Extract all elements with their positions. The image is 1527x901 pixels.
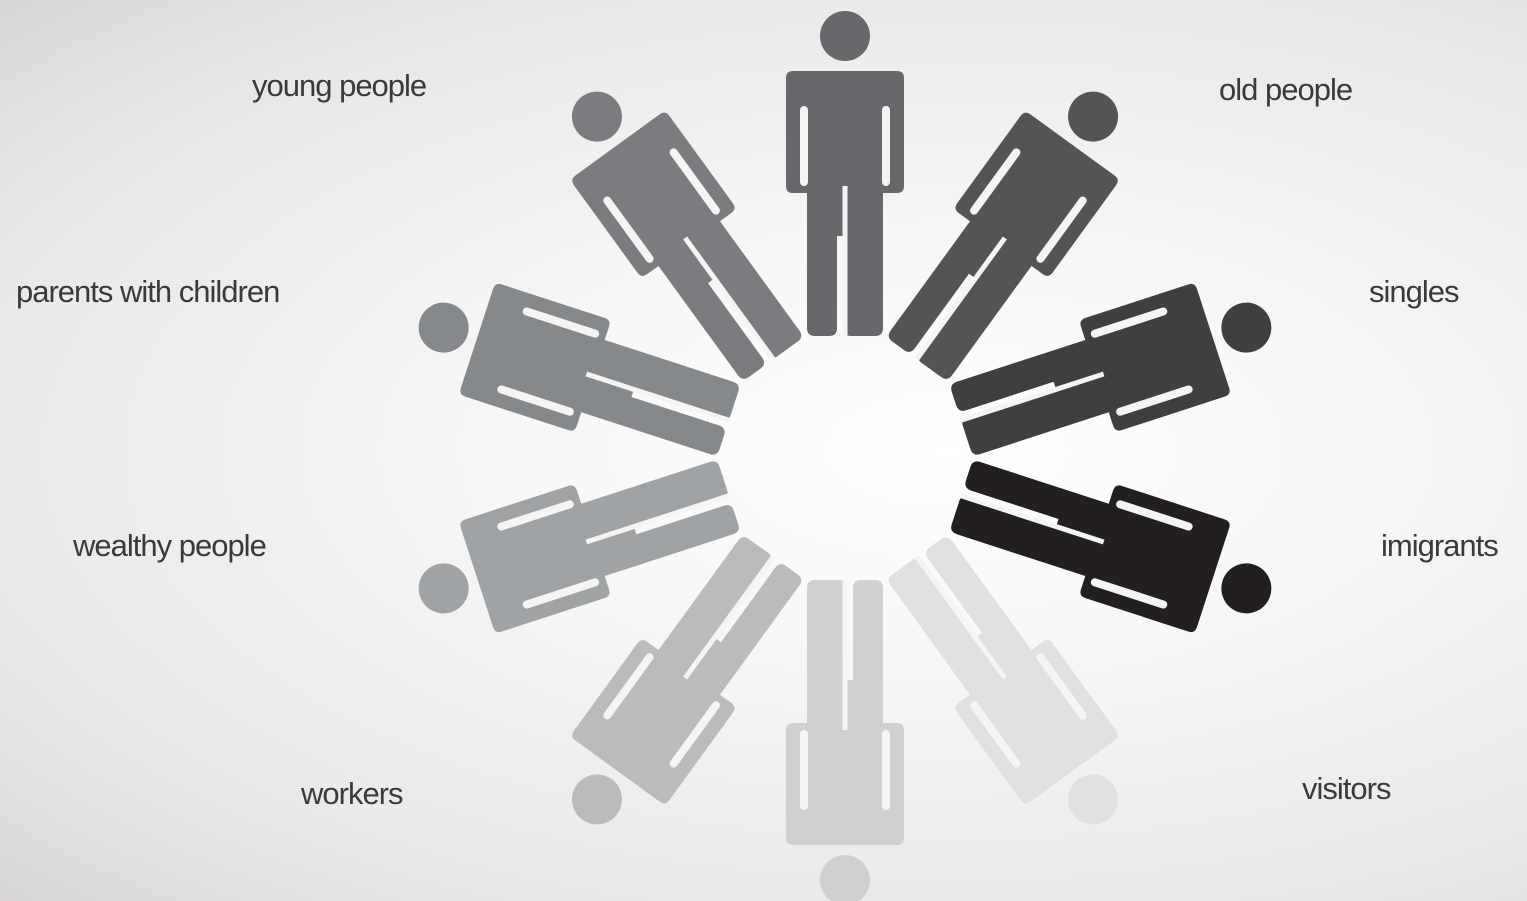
figure-bottom [786,580,904,901]
workers-label: workers [301,776,404,811]
wealthy-people-label: wealthy people [73,528,267,563]
imigrants-label: imigrants [1381,528,1499,563]
figure-top [786,11,904,336]
young-people-label: young people [252,68,427,103]
old-people-label: old people [1219,72,1353,107]
singles-label: singles [1369,274,1459,309]
parents-with-children-label: parents with children [16,274,280,309]
visitors-label: visitors [1302,771,1391,806]
